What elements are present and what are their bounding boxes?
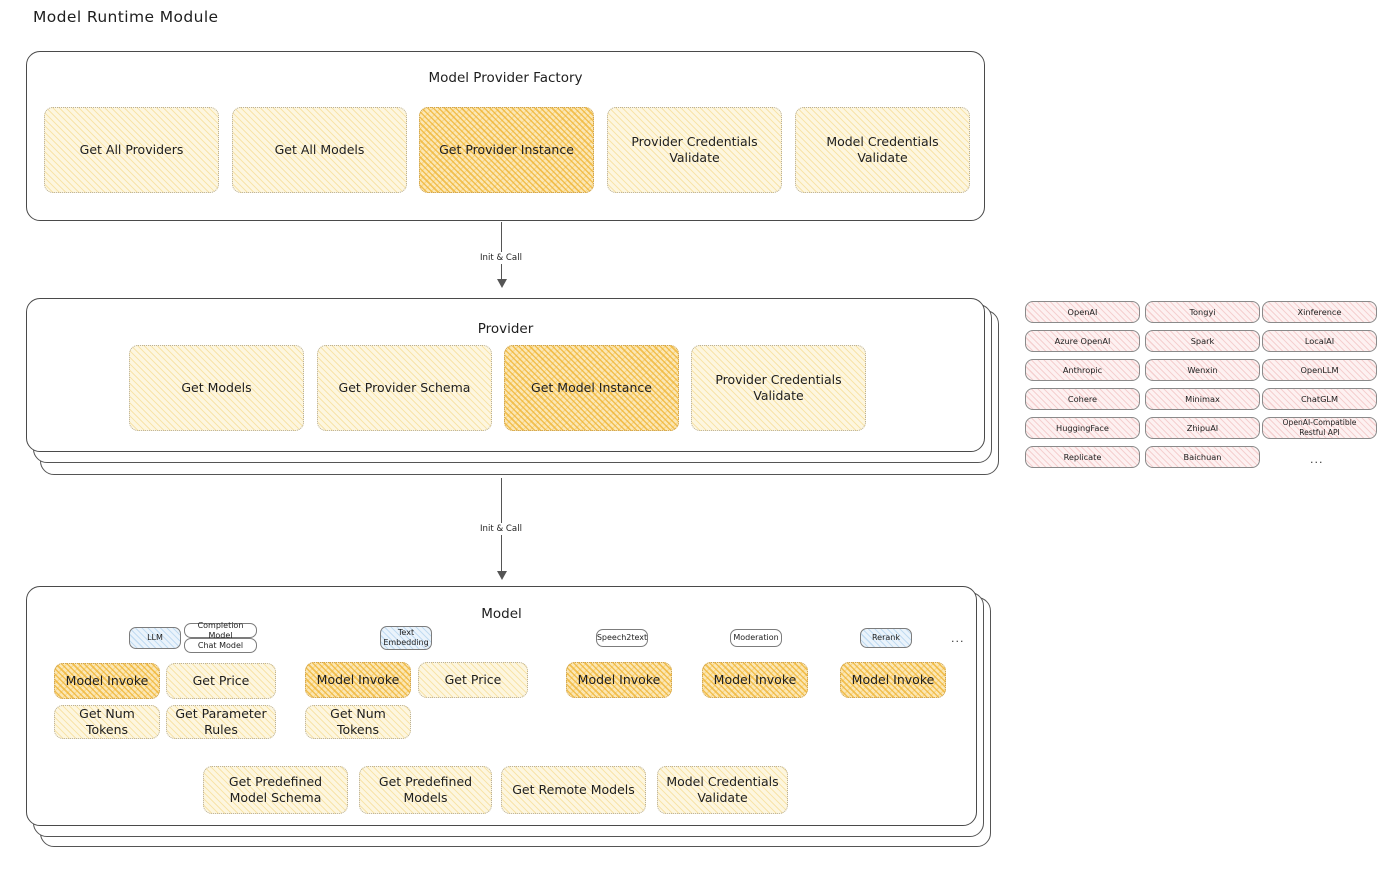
- page-title: Model Runtime Module: [33, 8, 219, 26]
- provider-chip-anthropic[interactable]: Anthropic: [1025, 359, 1140, 381]
- llm-method-get-num-tokens[interactable]: Get Num Tokens: [54, 705, 160, 739]
- provider-chip-baichuan[interactable]: Baichuan: [1145, 446, 1260, 468]
- llm-method-get-parameter-rules[interactable]: Get Parameter Rules: [166, 705, 276, 739]
- provider-chip-spark[interactable]: Spark: [1145, 330, 1260, 352]
- text-embedding-method-get-price[interactable]: Get Price: [418, 662, 528, 698]
- provider-chip-huggingface[interactable]: HuggingFace: [1025, 417, 1140, 439]
- model-type-badge-speech2text[interactable]: Speech2text: [596, 629, 648, 647]
- llm-method-model-invoke[interactable]: Model Invoke: [54, 663, 160, 699]
- factory-method-get-all-providers[interactable]: Get All Providers: [44, 107, 219, 193]
- model-title: Model: [481, 606, 522, 622]
- speech2text-method-model-invoke[interactable]: Model Invoke: [566, 662, 672, 698]
- provider-chip-tongyi[interactable]: Tongyi: [1145, 301, 1260, 323]
- provider-method-get-provider-schema[interactable]: Get Provider Schema: [317, 345, 492, 431]
- text-embedding-method-model-invoke[interactable]: Model Invoke: [305, 662, 411, 698]
- provider-chip-localai[interactable]: LocalAI: [1262, 330, 1377, 352]
- model-type-badge-text-embedding[interactable]: Text Embedding: [380, 626, 432, 650]
- provider-chip-wenxin[interactable]: Wenxin: [1145, 359, 1260, 381]
- connector-2-arrowhead: [497, 571, 507, 580]
- provider-chip-azure-openai[interactable]: Azure OpenAI: [1025, 330, 1140, 352]
- provider-title: Provider: [477, 321, 534, 337]
- model-type-badge-llm[interactable]: LLM: [129, 627, 181, 649]
- provider-method-get-model-instance[interactable]: Get Model Instance: [504, 345, 679, 431]
- llm-method-get-price[interactable]: Get Price: [166, 663, 276, 699]
- provider-method-get-models[interactable]: Get Models: [129, 345, 304, 431]
- model-type-badge-moderation[interactable]: Moderation: [730, 629, 782, 647]
- model-common-method-get-remote-models[interactable]: Get Remote Models: [501, 766, 646, 814]
- model-provider-factory-title: Model Provider Factory: [428, 70, 583, 86]
- model-common-method-get-predefined-model-schema[interactable]: Get Predefined Model Schema: [203, 766, 348, 814]
- model-common-method-get-predefined-models[interactable]: Get Predefined Models: [359, 766, 492, 814]
- factory-method-model-credentials-validate[interactable]: Model Credentials Validate: [795, 107, 970, 193]
- provider-chip-replicate[interactable]: Replicate: [1025, 446, 1140, 468]
- model-types-more-indicator: ...: [951, 632, 965, 645]
- provider-chip-openllm[interactable]: OpenLLM: [1262, 359, 1377, 381]
- connector-1-arrowhead: [497, 279, 507, 288]
- provider-list-more-indicator: ...: [1310, 453, 1324, 466]
- model-type-subbadge-completion-model[interactable]: Completion Model: [184, 621, 257, 640]
- provider-chip-zhipuai[interactable]: ZhipuAI: [1145, 417, 1260, 439]
- provider-chip-openai[interactable]: OpenAI: [1025, 301, 1140, 323]
- connector-2-label: Init & Call: [476, 523, 526, 535]
- model-type-badge-rerank[interactable]: Rerank: [860, 628, 912, 648]
- model-type-subbadge-chat-model[interactable]: Chat Model: [184, 638, 257, 653]
- provider-chip-xinference[interactable]: Xinference: [1262, 301, 1377, 323]
- factory-method-get-all-models[interactable]: Get All Models: [232, 107, 407, 193]
- rerank-method-model-invoke[interactable]: Model Invoke: [840, 662, 946, 698]
- text-embedding-method-get-num-tokens[interactable]: Get Num Tokens: [305, 705, 411, 739]
- connector-1-label: Init & Call: [476, 252, 526, 264]
- factory-method-provider-credentials-validate[interactable]: Provider Credentials Validate: [607, 107, 782, 193]
- provider-chip-chatglm[interactable]: ChatGLM: [1262, 388, 1377, 410]
- factory-method-get-provider-instance[interactable]: Get Provider Instance: [419, 107, 594, 193]
- moderation-method-model-invoke[interactable]: Model Invoke: [702, 662, 808, 698]
- provider-chip-cohere[interactable]: Cohere: [1025, 388, 1140, 410]
- provider-method-provider-credentials-validate[interactable]: Provider Credentials Validate: [691, 345, 866, 431]
- provider-chip-openai-compatible-restful-api[interactable]: OpenAI-Compatible Restful API: [1262, 417, 1377, 439]
- provider-chip-minimax[interactable]: Minimax: [1145, 388, 1260, 410]
- model-common-method-model-credentials-validate[interactable]: Model Credentials Validate: [657, 766, 788, 814]
